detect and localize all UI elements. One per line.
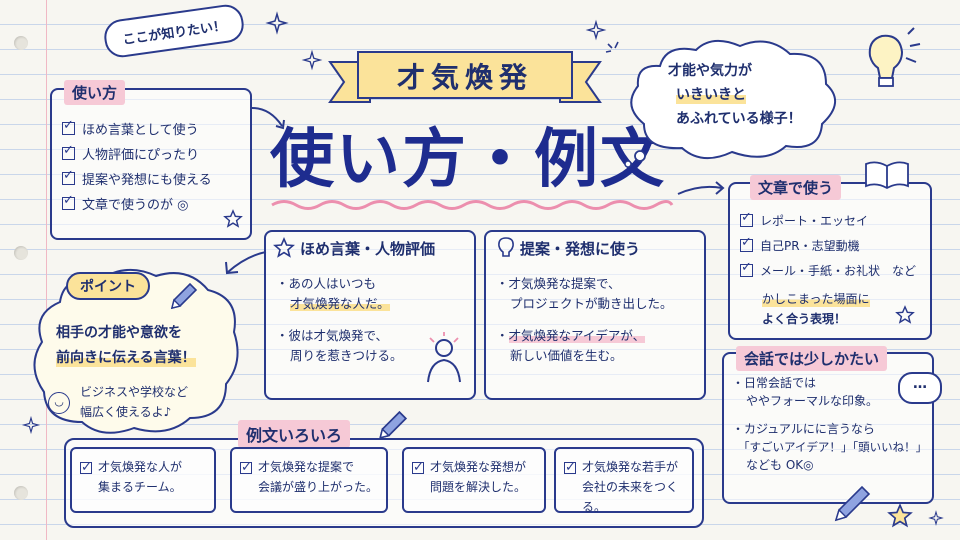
list-item: 提案や発想にも使える xyxy=(62,166,212,191)
checkbox-icon xyxy=(740,235,753,252)
arrow-icon xyxy=(677,181,725,195)
writing-header: 文章で使う xyxy=(750,175,842,200)
list-item: プロジェクトが動き出した。 xyxy=(510,296,673,311)
title-ribbon xyxy=(328,51,602,103)
list-item: 新しい価値を生む。 xyxy=(510,348,623,363)
example-card-1: 才気煥発な人が 集まるチーム。 xyxy=(70,447,216,513)
checkbox-icon xyxy=(412,458,424,478)
writing-note-2: よく合う表現！ xyxy=(762,312,847,326)
list-item: ・日常会話では xyxy=(732,376,817,390)
cloud-line-2: いきいきと xyxy=(676,84,746,104)
praise-box xyxy=(264,230,476,400)
sparkle-icon xyxy=(605,41,619,53)
usage-box xyxy=(50,88,252,240)
point-line-2: 前向きに伝える言葉！ xyxy=(56,347,196,367)
point-sub-2: 幅広く使えるよ♪ xyxy=(80,405,172,419)
examples-header: 例文いろいろ xyxy=(238,420,351,448)
title-banner-text: 才気煥発 xyxy=(396,61,533,94)
checkbox-icon xyxy=(740,210,753,227)
conversation-list: ・日常会話では ややフォーマルな印象。 ・カジュアルにに言うなら 「すごいアイデ… xyxy=(732,374,927,474)
arrow-icon xyxy=(225,251,267,275)
usage-header: 使い方 xyxy=(64,80,126,105)
writing-list: レポート・エッセイ 自己PR・志望動機 メール・手紙・お礼状 など xyxy=(740,208,916,283)
margin-line xyxy=(46,0,47,540)
page-title: 使い方・例文 xyxy=(270,123,666,197)
checkbox-icon xyxy=(564,458,576,478)
list-item: 人物評価にぴったり xyxy=(62,141,212,166)
smiley-icon: ◡ xyxy=(48,392,70,414)
checkbox-icon xyxy=(80,458,92,478)
praise-list: ・あの人はいつも 才気煥発な人だ。 ・彼は才気煥発で、 周りを惹きつける。 xyxy=(276,274,403,366)
praise-header: ほめ言葉・人物評価 xyxy=(300,240,436,258)
checkbox-icon xyxy=(62,168,75,185)
person-icon xyxy=(427,332,461,383)
example-card-3: 才気煥発な発想が 問題を解決した。 xyxy=(402,447,546,513)
writing-note-1: かしこまった場面に xyxy=(762,290,870,307)
list-item: ・才気煥発な提案で、 xyxy=(496,276,621,291)
list-item: ほめ言葉として使う xyxy=(62,116,212,141)
binder-hole xyxy=(14,246,28,260)
checkbox-icon xyxy=(240,458,252,478)
list-item: ややフォーマルな印象。 xyxy=(746,394,879,408)
usage-list: ほめ言葉として使う 人物評価にぴったり 提案や発想にも使える 文章で使うのが ◎ xyxy=(62,116,212,216)
conversation-header: 会話では少しかたい xyxy=(736,346,888,371)
list-item: メール・手紙・お礼状 など xyxy=(740,258,916,283)
list-item: なども OK◎ xyxy=(746,458,814,472)
point-line-1: 相手の才能や意欲を xyxy=(56,325,182,341)
pencil-icon xyxy=(170,282,198,310)
proposal-header: 提案・発想に使う xyxy=(520,240,641,258)
point-header: ポイント xyxy=(66,272,150,300)
speech-bubble-text: ここが知りたい！ xyxy=(121,18,227,48)
sparkle-icon xyxy=(585,19,607,41)
lightbulb-icon xyxy=(868,27,921,87)
pencil-icon xyxy=(379,410,408,439)
checkbox-icon xyxy=(62,193,75,210)
speech-bubble: ここが知りたい！ xyxy=(102,2,246,60)
list-item: 周りを惹きつける。 xyxy=(290,348,403,363)
binder-hole xyxy=(14,486,28,500)
checkbox-icon xyxy=(740,260,753,277)
example-card-4: 才気煥発な若手が 会社の未来をつくる。 xyxy=(554,447,694,514)
list-item: ・才気煥発なアイデアが、 xyxy=(496,328,646,343)
list-item: レポート・エッセイ xyxy=(740,208,916,233)
list-item: ・カジュアルにに言うなら xyxy=(732,422,875,436)
arrow-icon xyxy=(251,107,285,130)
lightbulb-small-icon xyxy=(498,237,514,257)
list-item: 「すごいアイデア！」「頭いいね！」 xyxy=(738,440,928,454)
checkbox-icon xyxy=(62,143,75,160)
point-sub-1: ビジネスや学校など xyxy=(80,385,189,399)
pencil-icon xyxy=(834,485,871,522)
star-icon xyxy=(887,503,913,528)
sparkle-icon xyxy=(265,11,289,35)
proposal-box xyxy=(484,230,706,400)
sparkle-icon xyxy=(928,510,944,526)
book-icon xyxy=(865,161,909,190)
proposal-list: ・才気煥発な提案で、 プロジェクトが動き出した。 ・才気煥発なアイデアが、 新し… xyxy=(496,274,673,366)
title-underline xyxy=(271,200,674,210)
checkbox-icon xyxy=(62,118,75,135)
example-card-2: 才気煥発な提案で 会議が盛り上がった。 xyxy=(230,447,388,513)
cloud-line-3: あふれている様子！ xyxy=(676,111,802,127)
binder-hole xyxy=(14,36,28,50)
sparkle-icon xyxy=(21,415,41,435)
chat-bubble-icon: … xyxy=(898,372,942,404)
list-item: ・あの人はいつも xyxy=(276,276,377,291)
cloud-line-1: 才能や気力が xyxy=(668,63,752,79)
star-icon xyxy=(895,305,915,324)
list-item: 文章で使うのが ◎ xyxy=(62,191,212,216)
list-item: 自己PR・志望動機 xyxy=(740,233,916,258)
star-icon xyxy=(273,236,295,258)
list-item: 才気煥発な人だ。 xyxy=(290,296,390,311)
star-icon xyxy=(223,209,243,228)
list-item: ・彼は才気煥発で、 xyxy=(276,328,389,343)
sparkle-icon xyxy=(301,49,323,71)
